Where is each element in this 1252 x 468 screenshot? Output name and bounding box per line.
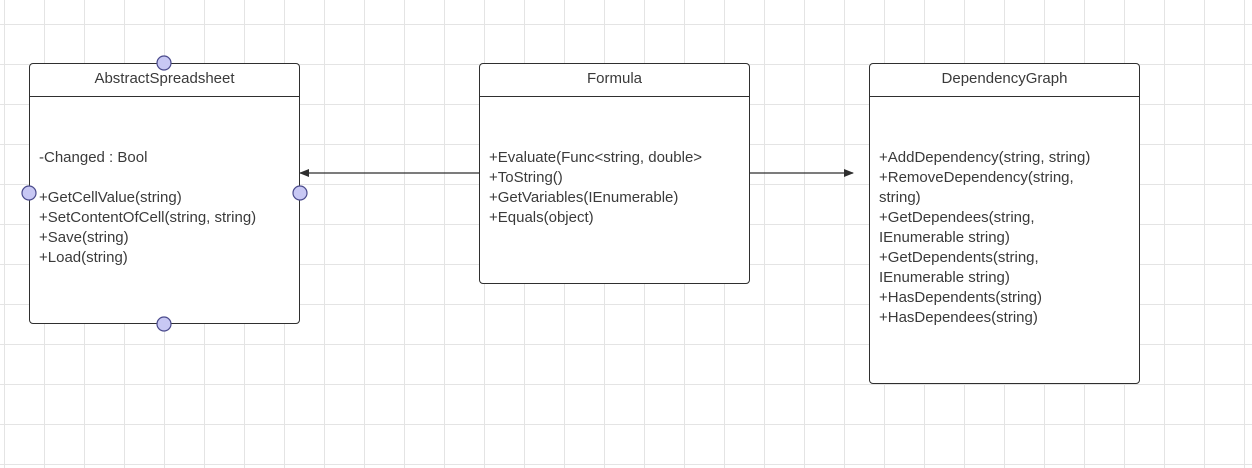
method: +GetDependees(string, IEnumerable string… [879,209,1035,246]
connection-handle-right[interactable] [292,185,308,201]
method: +HasDependents(string) [879,289,1043,306]
method: +RemoveDependency(string, string) [879,169,1074,206]
method: +AddDependency(string, string) [879,149,1091,166]
connection-handle-bottom[interactable] [156,316,172,332]
attribute: -Changed : Bool [39,149,148,166]
method: +Equals(object) [489,209,594,226]
method: +Save(string) [39,229,129,246]
class-name: AbstractSpreadsheet [30,64,299,97]
class-members: +Evaluate(Func<string, double> +ToString… [489,148,745,228]
class-members: -Changed : Bool +GetCellValue(string) +S… [39,148,295,268]
method: +SetContentOfCell(string, string) [39,209,257,226]
method: +ToString() [489,169,563,186]
member-gap [39,168,295,188]
method: +Evaluate(Func<string, double> [489,149,703,166]
class-dependency-graph[interactable]: DependencyGraph +AddDependency(string, s… [869,63,1140,384]
class-formula[interactable]: Formula +Evaluate(Func<string, double> +… [479,63,750,284]
method: +GetCellValue(string) [39,189,182,206]
class-members: +AddDependency(string, string) +RemoveDe… [879,148,1135,328]
method: +HasDependees(string) [879,309,1038,326]
class-name: DependencyGraph [870,64,1139,97]
method: +Load(string) [39,249,128,266]
connection-handle-left[interactable] [21,185,37,201]
class-name: Formula [480,64,749,97]
method: +GetDependents(string, IEnumerable strin… [879,249,1039,286]
class-abstract-spreadsheet[interactable]: AbstractSpreadsheet -Changed : Bool +Get… [29,63,300,324]
connection-handle-top[interactable] [156,55,172,71]
method: +GetVariables(IEnumerable) [489,189,679,206]
